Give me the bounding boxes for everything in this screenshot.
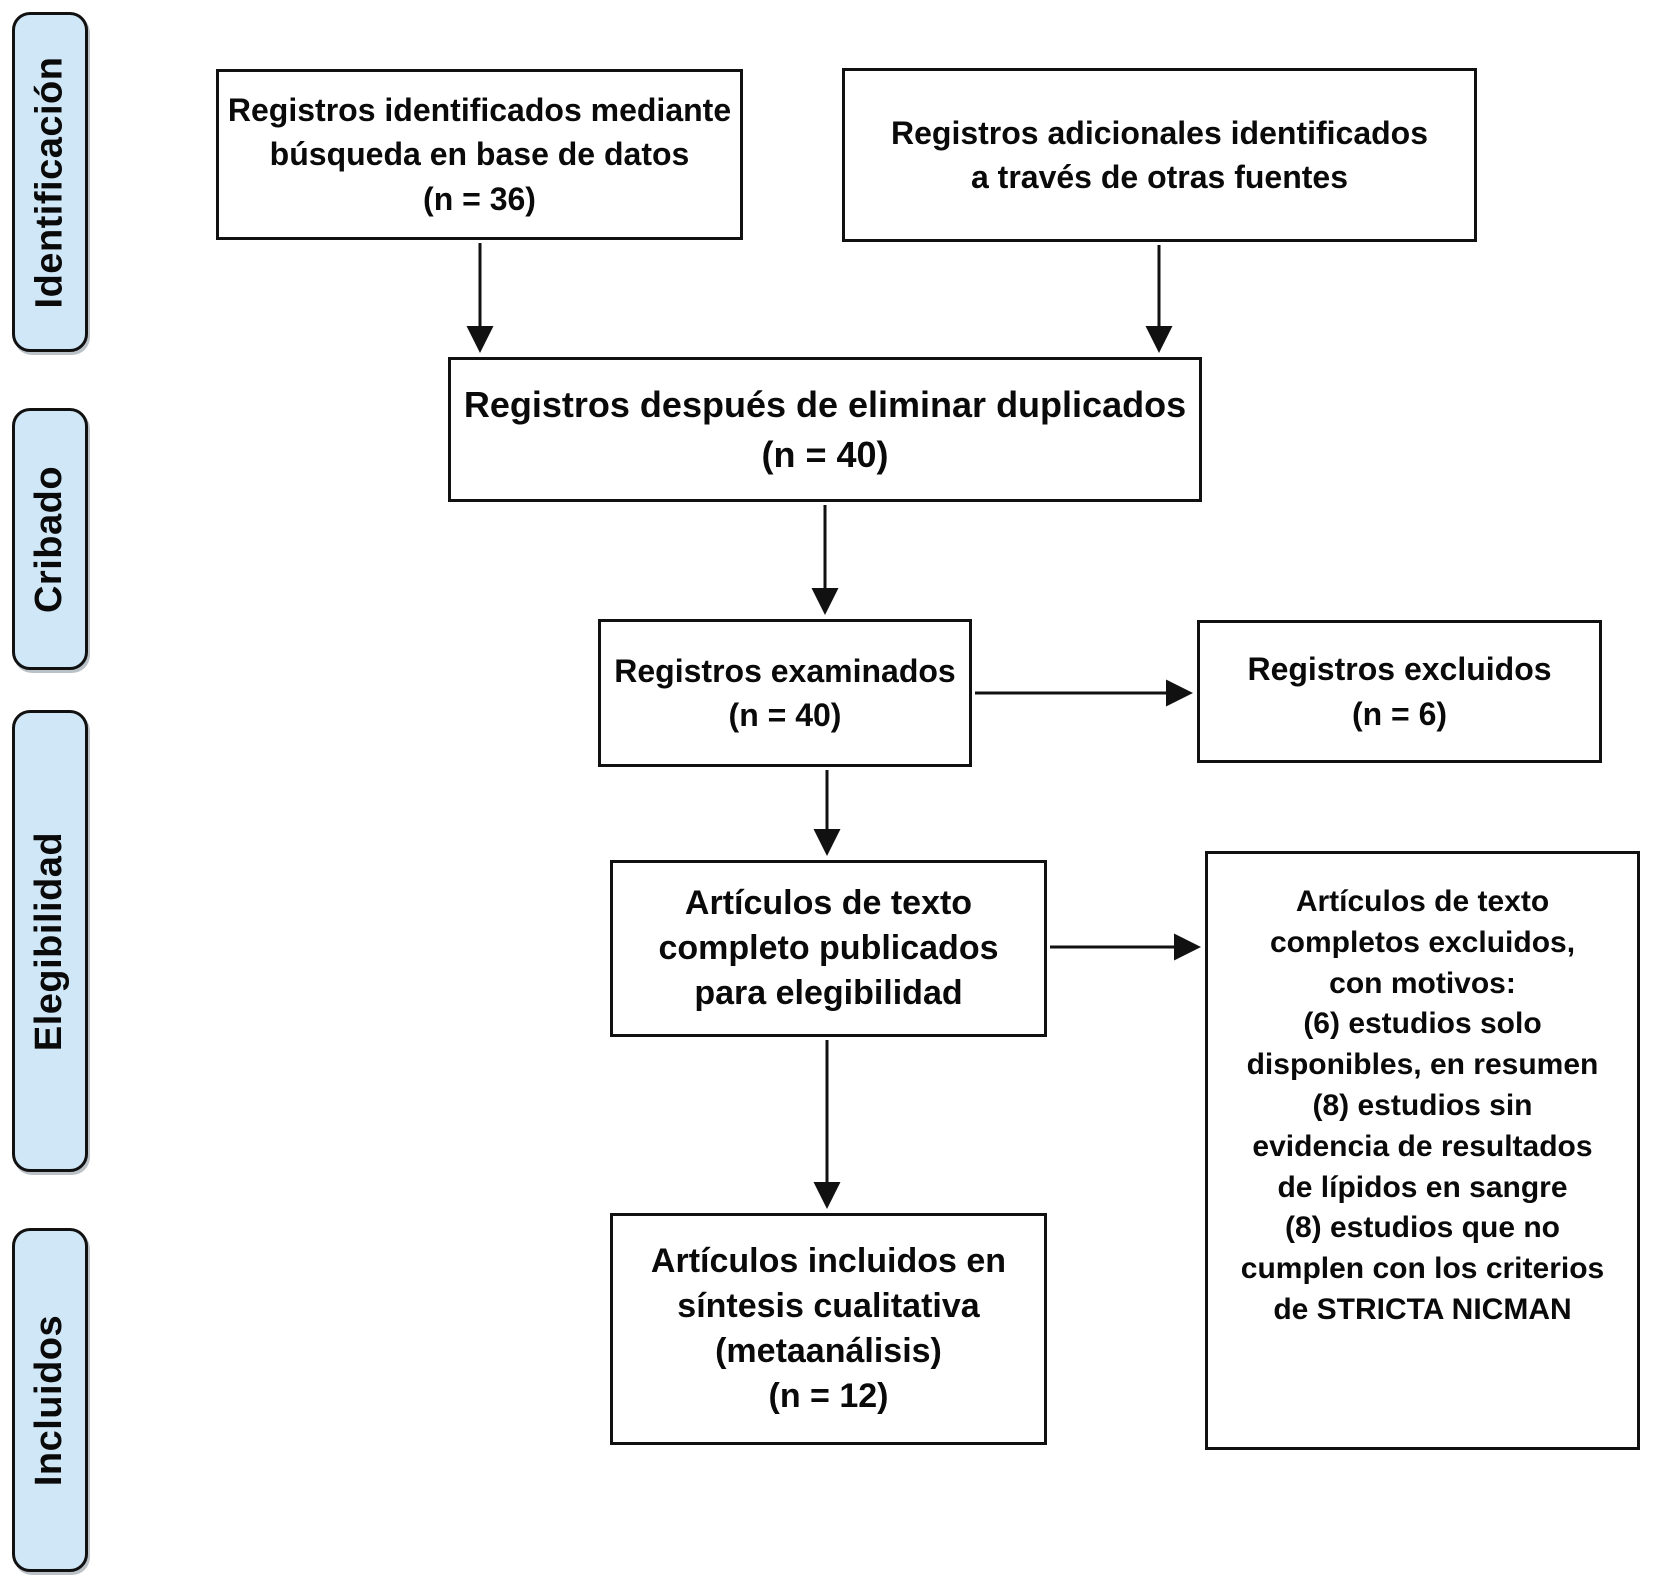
box-records-after-duplicates-removed-text: Registros después de eliminar duplicados… bbox=[463, 383, 1187, 475]
box-records-excluded: Registros excluidos (n = 6) bbox=[1197, 620, 1602, 763]
box-records-screened: Registros examinados (n = 40) bbox=[598, 619, 972, 767]
stage-label-screening: Cribado bbox=[28, 465, 71, 613]
box-records-screened-text: Registros examinados (n = 40) bbox=[614, 652, 956, 733]
box-articles-included-synthesis: Artículos incluidos en síntesis cualitat… bbox=[610, 1213, 1047, 1445]
stage-pill-included: Incluidos bbox=[12, 1228, 88, 1572]
stage-pill-screening: Cribado bbox=[12, 408, 88, 670]
box-records-identified-database-text: Registros identificados mediante búsqued… bbox=[227, 92, 732, 217]
box-fulltext-articles-excluded-reasons: Artículos de texto completos excluidos, … bbox=[1205, 851, 1640, 1450]
stage-label-eligibility: Elegibilidad bbox=[28, 831, 71, 1051]
stage-pill-identification: Identificación bbox=[12, 12, 88, 352]
box-articles-included-synthesis-text: Artículos incluidos en síntesis cualitat… bbox=[650, 1242, 1007, 1415]
box-fulltext-articles-assessed-text: Artículos de texto completo publicados p… bbox=[658, 884, 999, 1012]
stage-label-included: Incluidos bbox=[28, 1314, 71, 1486]
box-records-excluded-text: Registros excluidos (n = 6) bbox=[1247, 651, 1552, 732]
box-additional-records-other-sources: Registros adicionales identificados a tr… bbox=[842, 68, 1477, 242]
stage-pill-eligibility: Elegibilidad bbox=[12, 710, 88, 1172]
box-fulltext-articles-excluded-reasons-text: Artículos de texto completos excluidos, … bbox=[1240, 885, 1605, 1326]
box-records-after-duplicates-removed: Registros después de eliminar duplicados… bbox=[448, 357, 1202, 502]
box-fulltext-articles-assessed: Artículos de texto completo publicados p… bbox=[610, 860, 1047, 1037]
stage-label-identification: Identificación bbox=[28, 56, 71, 308]
box-additional-records-other-sources-text: Registros adicionales identificados a tr… bbox=[890, 114, 1429, 195]
box-records-identified-database: Registros identificados mediante búsqued… bbox=[216, 69, 743, 240]
